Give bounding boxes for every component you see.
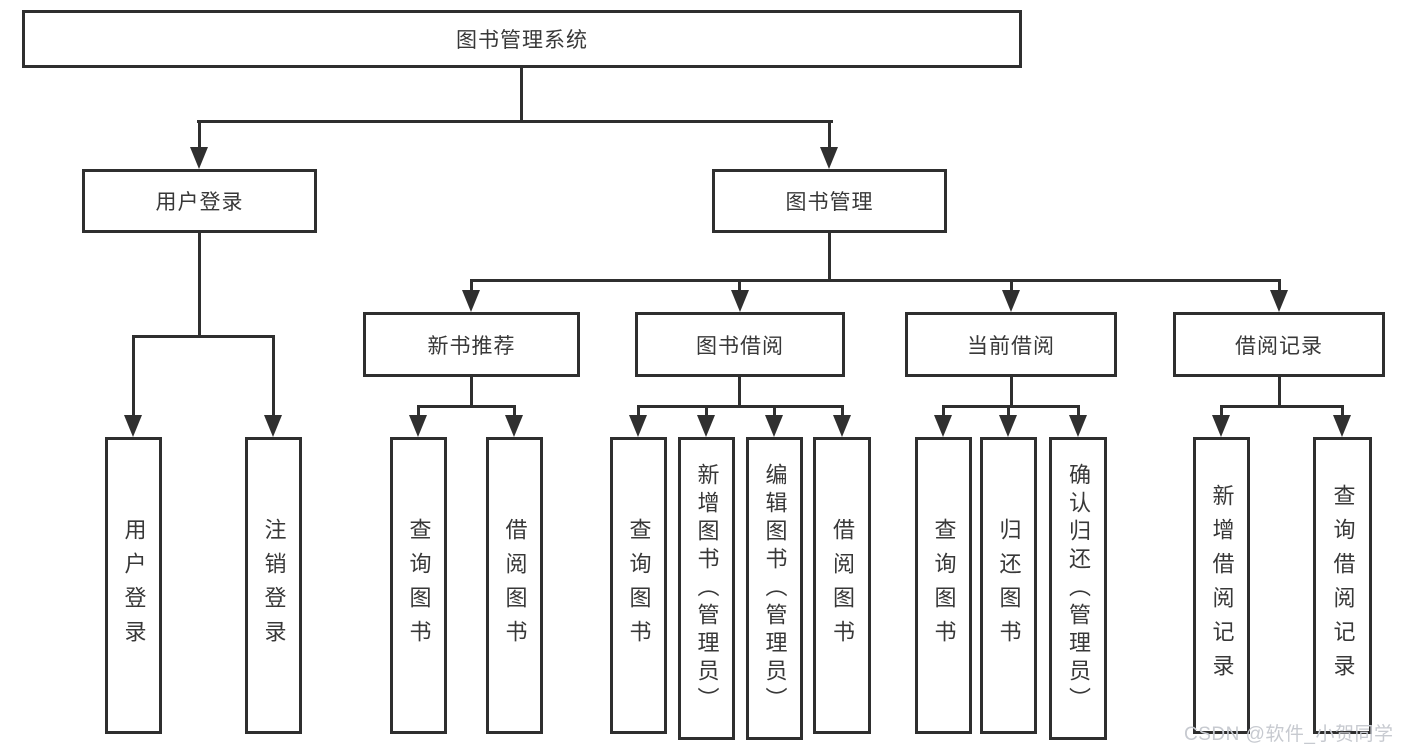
leaf-add-book-admin: 新增图书（管理员） (678, 437, 735, 740)
leaf-label: 确认归还（管理员） (1066, 462, 1091, 715)
connector-leaf-drop (132, 335, 135, 418)
leaf-user-login: 用户登录 (105, 437, 162, 734)
connector-hline (942, 405, 1080, 408)
connector-user-login-hline (132, 335, 275, 338)
connector-leaf-drop (1341, 405, 1344, 417)
node-book-borrowing: 图书借阅 (635, 312, 845, 377)
connector-root-stem (520, 68, 523, 123)
connector-level2-hline (197, 120, 833, 123)
connector-leaf-drop (417, 405, 420, 417)
connector-hline (637, 405, 844, 408)
leaf-label: 新增借阅记录 (1209, 483, 1235, 688)
arrow-down-icon (731, 290, 749, 312)
connector-leaf-drop (272, 335, 275, 418)
connector-book-mgmt-stem (828, 233, 831, 282)
leaf-label: 编辑图书（管理员） (762, 462, 788, 715)
connector-leaf-drop (705, 405, 708, 417)
connector-leaf-drop (1278, 279, 1281, 292)
connector-leaf-drop (1077, 405, 1080, 417)
arrow-down-icon (1333, 415, 1351, 437)
leaf-logout: 注销登录 (245, 437, 302, 734)
arrow-down-icon (934, 415, 952, 437)
arrow-down-icon (124, 415, 142, 437)
node-library-system: 图书管理系统 (22, 10, 1022, 68)
arrow-down-icon (833, 415, 851, 437)
connector-leaf-drop (1010, 279, 1013, 292)
connector-stem (738, 377, 741, 408)
connector-leaf-drop (738, 279, 741, 292)
arrow-down-icon (1069, 415, 1087, 437)
leaf-query-books-current: 查询图书 (915, 437, 972, 734)
arrow-down-icon (264, 415, 282, 437)
connector-leaf-drop (513, 405, 516, 417)
leaf-label: 查询借阅记录 (1330, 483, 1356, 688)
node-borrow-records: 借阅记录 (1173, 312, 1385, 377)
leaf-query-books-recommend: 查询图书 (390, 437, 447, 734)
connector-hline (417, 405, 516, 408)
node-new-book-recommend: 新书推荐 (363, 312, 580, 377)
leaf-label: 查询图书 (626, 517, 652, 654)
connector-leaf-drop (1007, 405, 1010, 417)
leaf-label: 借阅图书 (830, 517, 855, 654)
leaf-label: 新增图书（管理员） (694, 462, 720, 715)
node-book-management: 图书管理 (712, 169, 947, 233)
arrow-down-icon (629, 415, 647, 437)
connector-level3-hline (470, 279, 1281, 282)
connector-leaf-drop (1220, 405, 1223, 417)
node-label: 借阅记录 (1235, 334, 1323, 358)
leaf-add-borrow-record: 新增借阅记录 (1193, 437, 1250, 734)
connector-user-login-drop (198, 120, 201, 152)
leaf-confirm-return-admin: 确认归还（管理员） (1049, 437, 1107, 740)
connector-hline (1220, 405, 1344, 408)
connector-stem (1010, 377, 1013, 408)
arrow-down-icon (505, 415, 523, 437)
node-label: 用户登录 (155, 191, 244, 214)
leaf-edit-book-admin: 编辑图书（管理员） (746, 437, 803, 740)
node-label: 新书推荐 (427, 334, 516, 358)
leaf-borrow-books-borrowing: 借阅图书 (813, 437, 871, 734)
arrow-down-icon (462, 290, 480, 312)
leaf-label: 查询图书 (931, 517, 957, 654)
connector-stem (470, 377, 473, 408)
node-label: 当前借阅 (967, 334, 1055, 358)
node-user-login: 用户登录 (82, 169, 317, 233)
connector-leaf-drop (470, 279, 473, 292)
leaf-label: 查询图书 (406, 517, 432, 654)
connector-user-login-stem (198, 233, 201, 338)
arrow-down-icon (1270, 290, 1288, 312)
arrow-down-icon (999, 415, 1017, 437)
connector-leaf-drop (637, 405, 640, 417)
leaf-label: 归还图书 (996, 517, 1022, 654)
connector-stem (1278, 377, 1281, 408)
leaf-label: 注销登录 (261, 517, 287, 654)
leaf-label: 用户登录 (121, 517, 147, 654)
connector-leaf-drop (942, 405, 945, 417)
leaf-return-book: 归还图书 (980, 437, 1037, 734)
arrow-down-icon (1002, 290, 1020, 312)
arrow-down-icon (697, 415, 715, 437)
connector-leaf-drop (773, 405, 776, 417)
arrow-down-icon (409, 415, 427, 437)
arrow-down-icon (765, 415, 783, 437)
leaf-borrow-books-recommend: 借阅图书 (486, 437, 543, 734)
leaf-label: 借阅图书 (502, 517, 528, 654)
leaf-query-books-borrowing: 查询图书 (610, 437, 667, 734)
leaf-query-borrow-record: 查询借阅记录 (1313, 437, 1372, 734)
node-current-borrowing: 当前借阅 (905, 312, 1117, 377)
connector-book-mgmt-drop (828, 120, 831, 152)
node-label: 图书管理 (785, 191, 874, 214)
node-label: 图书借阅 (696, 334, 784, 358)
arrow-down-icon (1212, 415, 1230, 437)
arrow-down-icon (190, 147, 208, 169)
node-label: 图书管理系统 (456, 29, 588, 52)
csdn-watermark: CSDN @软件_小贺同学 (1184, 724, 1394, 745)
arrow-down-icon (820, 147, 838, 169)
connector-leaf-drop (841, 405, 844, 417)
